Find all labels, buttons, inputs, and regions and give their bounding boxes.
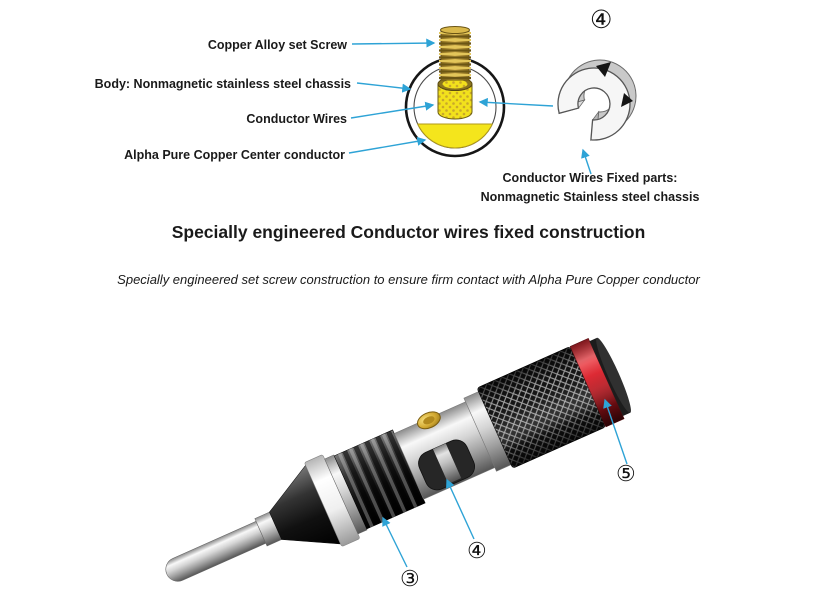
callout-arrow-3	[382, 516, 408, 568]
callout-arrow-4	[446, 478, 475, 540]
set-screw-graphic	[439, 26, 471, 81]
label-fixed-parts: Conductor Wires Fixed parts: Nonmagnetic…	[455, 169, 725, 208]
callout-number-4-top: ④	[590, 6, 613, 34]
callout-number-3: ③	[400, 566, 420, 591]
section-subtitle: Specially engineered set screw construct…	[117, 272, 700, 287]
callout-arrow-fixed-parts	[581, 148, 592, 175]
callout-number-5: ⑤	[616, 461, 636, 486]
conductor-wires-cylinder-graphic	[437, 77, 473, 120]
label-body: Body: Nonmagnetic stainless steel chassi…	[94, 77, 351, 91]
callout-arrow-body	[356, 82, 412, 93]
clamp-mark-graphic	[596, 62, 611, 77]
knurled-barrel-graphic	[477, 347, 606, 468]
callout-arrow-5	[603, 398, 628, 465]
end-cap-graphic	[589, 337, 631, 417]
cross-section-diagram	[404, 26, 506, 158]
callout-arrow-clamp-to-conductor	[478, 97, 554, 107]
callout-arrow-conductor-wires	[350, 101, 435, 119]
banana-pin-graphic	[165, 520, 267, 582]
label-center-conductor: Alpha Pure Copper Center conductor	[124, 148, 345, 162]
connector-graphic	[165, 337, 631, 582]
gold-set-screw-graphic	[417, 411, 441, 430]
label-set-screw: Copper Alloy set Screw	[207, 38, 347, 52]
clamp-graphic	[557, 59, 637, 142]
clamp-slot-graphic	[418, 439, 476, 491]
callout-arrow-center-conductor	[348, 136, 427, 154]
label-fixed-parts-line2: Nonmagnetic Stainless steel chassis	[480, 190, 700, 205]
callout-arrow-set-screw	[351, 38, 436, 48]
label-fixed-parts-line1: Conductor Wires Fixed parts:	[502, 171, 678, 185]
label-conductor-wires: Conductor Wires	[246, 112, 347, 126]
ribbed-section-graphic	[333, 429, 426, 530]
section-title: Specially engineered Conductor wires fix…	[171, 222, 646, 242]
copper-conductor-pool-graphic	[416, 123, 494, 149]
clamp-mark-graphic	[621, 93, 633, 107]
callout-number-4: ④	[467, 538, 487, 563]
